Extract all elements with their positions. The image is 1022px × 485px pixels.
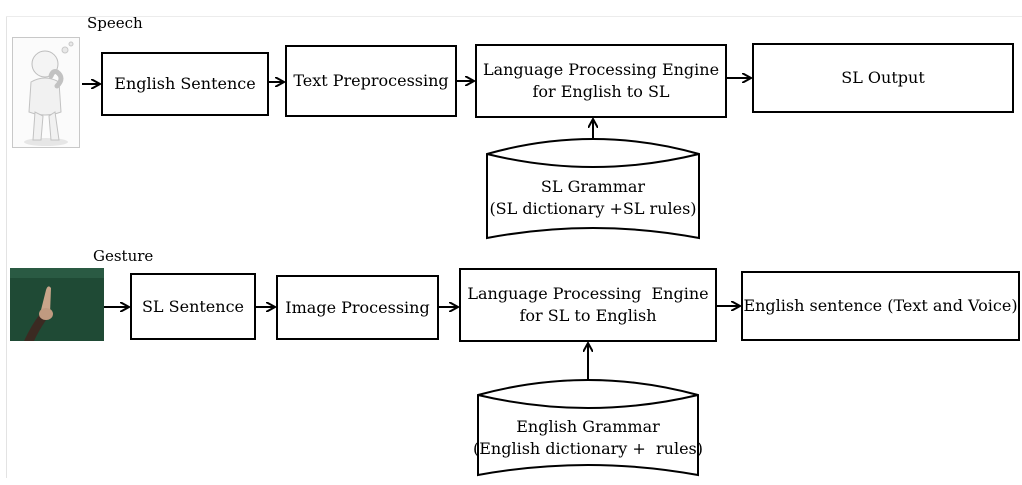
english-to-sl-engine-line2: for English to SL <box>532 82 670 101</box>
sl-output-text: SL Output <box>841 68 925 87</box>
english-grammar-database-text: English Grammar (English dictionary + ru… <box>473 412 703 464</box>
gesture-label: Gesture <box>93 247 154 265</box>
english-to-sl-engine-line1: Language Processing Engine <box>482 60 720 79</box>
sl-to-english-engine-box: Language Processing Engine for SL to Eng… <box>459 268 717 342</box>
english-sentence-box: English Sentence <box>101 52 269 116</box>
sl-sentence-box: SL Sentence <box>130 273 256 340</box>
text-preprocessing-box: Text Preprocessing <box>285 45 457 117</box>
english-to-sl-engine-box: Language Processing Engine for English t… <box>475 44 727 118</box>
image-processing-box: Image Processing <box>276 275 439 340</box>
thinking-person-figure-icon <box>12 37 80 148</box>
sl-grammar-database-cylinder <box>486 138 700 240</box>
thinking-person-figure-drawing <box>24 41 74 146</box>
english-grammar-subtitle: (English dictionary + rules) <box>473 439 703 458</box>
hand-gesture-photo-icon <box>10 268 104 341</box>
sl-sentence-text: SL Sentence <box>141 296 245 316</box>
hand-gesture-photo-drawing <box>10 268 104 341</box>
sl-grammar-subtitle: (SL dictionary +SL rules) <box>489 199 697 218</box>
sl-grammar-database-text: SL Grammar (SL dictionary +SL rules) <box>483 172 703 224</box>
text-preprocessing-text: Text Preprocessing <box>293 71 449 90</box>
english-grammar-database-cylinder <box>477 379 699 477</box>
image-processing-text: Image Processing <box>285 297 430 317</box>
english-sentence-output-text: English sentence (Text and Voice) <box>743 296 1018 315</box>
speech-label: Speech <box>87 14 143 32</box>
english-sentence-text: English Sentence <box>114 74 256 93</box>
frame-border-top <box>6 16 1022 17</box>
sl-to-english-engine-line1: Language Processing Engine <box>467 284 709 303</box>
sl-grammar-title: SL Grammar <box>540 177 646 196</box>
english-grammar-title: English Grammar <box>516 417 660 436</box>
english-sentence-output-box: English sentence (Text and Voice) <box>741 271 1020 341</box>
sl-output-box: SL Output <box>752 43 1014 113</box>
sl-to-english-engine-line2: for SL to English <box>519 306 657 325</box>
frame-border-left <box>6 16 7 478</box>
